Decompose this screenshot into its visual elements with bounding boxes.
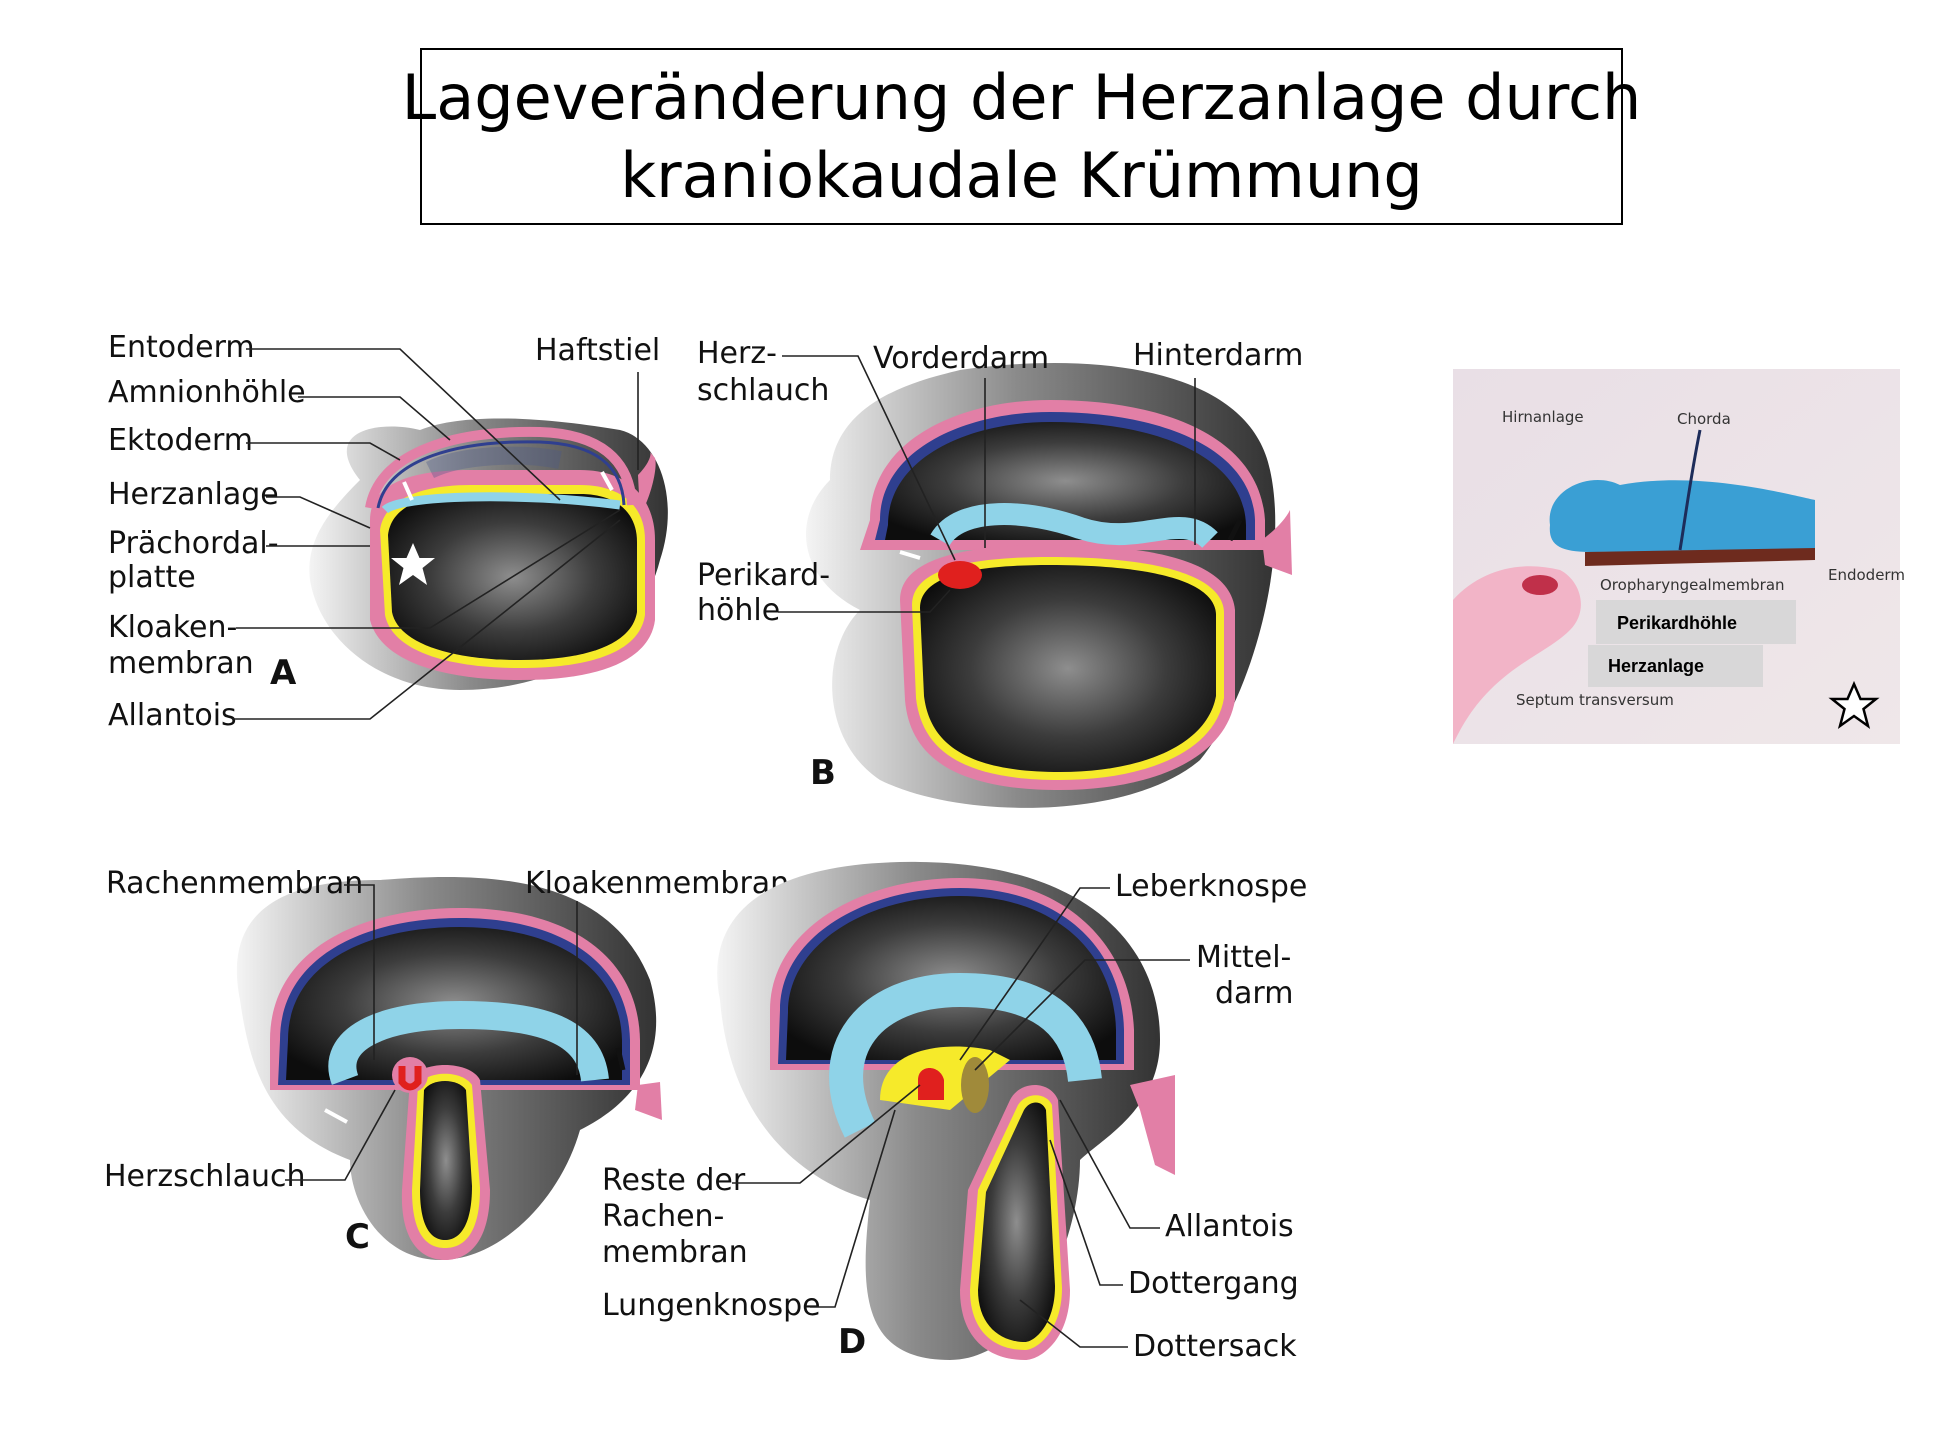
label-entoderm: Entoderm — [108, 330, 255, 365]
label-dottergang: Dottergang — [1128, 1266, 1299, 1301]
panel-a-letter: A — [270, 653, 297, 693]
panel-c-labels: Rachenmembran Kloakenmembran Herzschlauc… — [104, 866, 789, 1194]
label-allantois-d: Allantois — [1165, 1209, 1294, 1244]
label-haftstiel: Haftstiel — [535, 333, 660, 368]
panel-b — [806, 363, 1292, 808]
label-allantois-a: Allantois — [108, 698, 237, 733]
label-amnionhoehle: Amnionhöhle — [108, 375, 306, 410]
title-line-1: Lageveränderung der Herzanlage durch — [401, 60, 1642, 134]
panel-c-letter: C — [345, 1217, 370, 1257]
inset-labels: Hirnanlage Chorda Oropharyngealmembran E… — [1502, 408, 1905, 709]
label-perikard-1: Perikard- — [697, 558, 830, 593]
panel-c — [236, 876, 662, 1260]
label-perikard-2: höhle — [697, 593, 780, 628]
label-vorderdarm: Vorderdarm — [873, 341, 1049, 376]
label-leberknospe: Leberknospe — [1115, 869, 1307, 904]
panel-d-labels: Leberknospe Mittel- darm Reste der Rache… — [602, 869, 1307, 1364]
panel-b-letter: B — [810, 753, 836, 793]
title-box: Lageveränderung der Herzanlage durch kra… — [402, 48, 1641, 225]
inset-photo — [1453, 369, 1900, 744]
label-rachenmembran: Rachenmembran — [106, 866, 363, 901]
inset-label-oropharyngeal: Oropharyngealmembran — [1600, 576, 1785, 594]
title-line-2: kraniokaudale Krümmung — [620, 138, 1423, 212]
label-dottersack: Dottersack — [1133, 1329, 1297, 1364]
label-herzanlage: Herzanlage — [108, 477, 279, 512]
label-reste-2: Rachen- — [602, 1199, 724, 1234]
panel-a — [309, 418, 668, 690]
panel-b-labels: Herz- schlauch Vorderdarm Hinterdarm Per… — [697, 336, 1303, 628]
panel-a-labels: Entoderm Amnionhöhle Ektoderm Herzanlage… — [108, 330, 660, 733]
label-kloakenmembran: Kloakenmembran — [525, 866, 789, 901]
inset-label-hirnanlage: Hirnanlage — [1502, 408, 1584, 426]
label-kloaken-2: membran — [108, 646, 254, 681]
inset-overlay-herzanlage: Herzanlage — [1608, 656, 1704, 676]
inset-label-chorda: Chorda — [1677, 410, 1731, 428]
label-lungenknospe: Lungenknospe — [602, 1288, 821, 1323]
label-ektoderm: Ektoderm — [108, 423, 253, 458]
inset-label-endoderm: Endoderm — [1828, 566, 1905, 584]
label-reste-1: Reste der — [602, 1163, 746, 1198]
panel-d-letter: D — [838, 1322, 866, 1362]
inset-label-septum: Septum transversum — [1516, 691, 1674, 709]
inset-overlay-perikardhoehle: Perikardhöhle — [1617, 613, 1737, 633]
label-mittel-1: Mittel- — [1196, 940, 1291, 975]
panel-d — [717, 861, 1175, 1360]
label-herzschlauch-c: Herzschlauch — [104, 1159, 305, 1194]
label-herz-2: schlauch — [697, 373, 829, 408]
label-praechordal-2: platte — [108, 560, 196, 595]
label-kloaken-1: Kloaken- — [108, 610, 237, 645]
label-mittel-2: darm — [1215, 976, 1293, 1011]
label-praechordal-1: Prächordal- — [108, 526, 279, 561]
label-herz-1: Herz- — [697, 336, 777, 371]
label-hinterdarm: Hinterdarm — [1133, 338, 1303, 373]
label-reste-3: membran — [602, 1235, 748, 1270]
